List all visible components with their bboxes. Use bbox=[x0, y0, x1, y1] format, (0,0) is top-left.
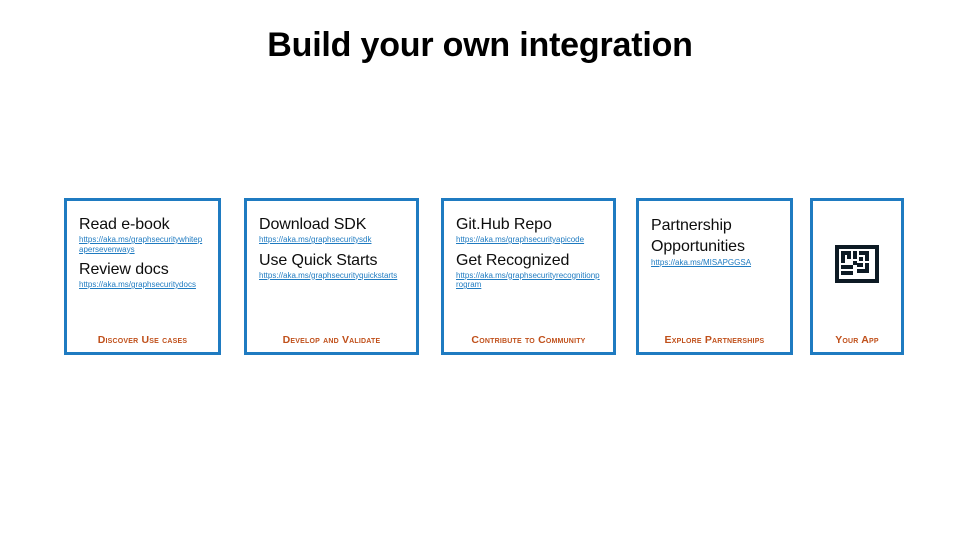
entry-review-docs: Review docs https://aka.ms/graphsecurity… bbox=[79, 260, 206, 290]
entry-title: Get Recognized bbox=[456, 251, 570, 269]
card-footer-label: Discover Use cases bbox=[97, 334, 188, 346]
card-explore-partnerships[interactable]: Partnership Opportunities https://aka.ms… bbox=[636, 198, 793, 355]
qr-code-icon bbox=[835, 244, 879, 283]
entry-link-review-docs[interactable]: https://aka.ms/graphsecuritydocs bbox=[79, 280, 196, 289]
entry-link-partnership-opportunities[interactable]: https://aka.ms/MISAPGGSA bbox=[651, 258, 752, 267]
card-footer-label: Develop and Validate bbox=[282, 334, 381, 346]
card-develop-and-validate[interactable]: Download SDK https://aka.ms/graphsecurit… bbox=[244, 198, 419, 355]
card-body: Read e-book https://aka.ms/graphsecurity… bbox=[67, 201, 218, 326]
card-row: Read e-book https://aka.ms/graphsecurity… bbox=[64, 198, 904, 355]
entry-use-quick-starts: Use Quick Starts https://aka.ms/graphsec… bbox=[259, 251, 404, 281]
card-contribute-to-community[interactable]: Git.Hub Repo https://aka.ms/graphsecurit… bbox=[441, 198, 616, 355]
entry-link-download-sdk[interactable]: https://aka.ms/graphsecuritysdk bbox=[259, 235, 372, 244]
qr-code-wrapper bbox=[813, 201, 901, 326]
entry-link-github-repo[interactable]: https://aka.ms/graphsecurityapicode bbox=[456, 235, 585, 244]
entry-link-read-e-book[interactable]: https://aka.ms/graphsecuritywhitepaperse… bbox=[79, 235, 203, 254]
entry-link-get-recognized[interactable]: https://aka.ms/graphsecurityrecognitionp… bbox=[456, 270, 600, 290]
entry-read-e-book: Read e-book https://aka.ms/graphsecurity… bbox=[79, 215, 206, 254]
card-discover-use-cases[interactable]: Read e-book https://aka.ms/graphsecurity… bbox=[64, 198, 221, 355]
entry-link-use-quick-starts[interactable]: https://aka.ms/graphsecurityquickstarts bbox=[259, 270, 398, 280]
card-body: Download SDK https://aka.ms/graphsecurit… bbox=[247, 201, 416, 326]
entry-partnership-opportunities: Partnership Opportunities https://aka.ms… bbox=[651, 215, 778, 268]
entry-title: Git.Hub Repo bbox=[456, 216, 552, 233]
entry-title: Partnership Opportunities bbox=[651, 217, 745, 255]
entry-github-repo: Git.Hub Repo https://aka.ms/graphsecurit… bbox=[456, 215, 601, 245]
card-footer-label: Your App bbox=[835, 334, 879, 346]
card-footer-label: Explore Partnerships bbox=[664, 334, 765, 346]
card-footer-label: Contribute to Community bbox=[471, 334, 586, 346]
page-title: Build your own integration bbox=[267, 26, 693, 64]
entry-download-sdk: Download SDK https://aka.ms/graphsecurit… bbox=[259, 215, 404, 245]
card-body: Partnership Opportunities https://aka.ms… bbox=[639, 201, 790, 326]
entry-title: Read e-book bbox=[79, 216, 170, 233]
entry-title: Review docs bbox=[79, 261, 169, 278]
entry-title: Download SDK bbox=[259, 216, 367, 233]
card-your-app[interactable]: Your App bbox=[810, 198, 904, 355]
card-body bbox=[813, 201, 901, 326]
entry-get-recognized: Get Recognized https://aka.ms/graphsecur… bbox=[456, 251, 601, 290]
entry-title: Use Quick Starts bbox=[259, 251, 378, 269]
card-body: Git.Hub Repo https://aka.ms/graphsecurit… bbox=[444, 201, 613, 326]
